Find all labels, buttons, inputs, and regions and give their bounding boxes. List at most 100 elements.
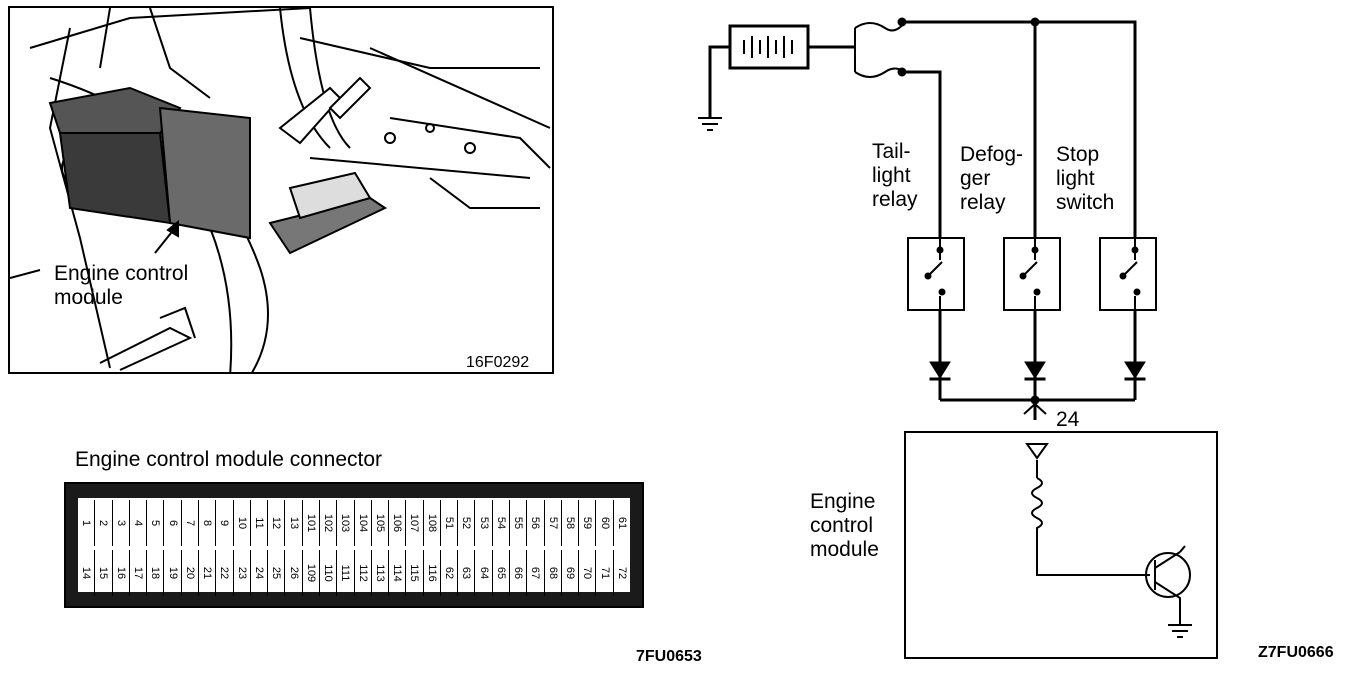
connector-pin: 15 bbox=[94, 550, 111, 596]
connector-pin: 24 bbox=[249, 550, 267, 596]
connector-pin-number: 113 bbox=[373, 564, 386, 582]
connector-pin: 5 bbox=[146, 500, 163, 546]
connector-pin-number: 115 bbox=[408, 564, 421, 582]
connector-pin-number: 69 bbox=[564, 566, 577, 580]
connector-pin-number: 24 bbox=[252, 566, 265, 580]
connector-pin: 105 bbox=[370, 500, 388, 546]
connector-pin: 13 bbox=[284, 500, 301, 546]
connector-pin: 8 bbox=[197, 500, 215, 546]
ecm-tray-right bbox=[268, 171, 388, 255]
connector-pin-number: 107 bbox=[408, 513, 421, 533]
connector-pin: 113 bbox=[370, 550, 388, 596]
connector-pin-number: 67 bbox=[529, 566, 542, 580]
connector-pin: 111 bbox=[336, 550, 353, 596]
connector-pin-number: 3 bbox=[114, 519, 127, 527]
connector-pin: 60 bbox=[595, 500, 612, 546]
connector-pin: 69 bbox=[560, 550, 578, 596]
connector-pin-number: 11 bbox=[252, 517, 265, 529]
circuit-diagram: Tail- light relay Defog- ger relay Stop … bbox=[680, 0, 1360, 672]
connector-pin: 66 bbox=[509, 550, 526, 596]
connector-pin: 108 bbox=[422, 500, 440, 546]
connector-pin: 18 bbox=[146, 550, 163, 596]
connector-pin: 54 bbox=[491, 500, 509, 546]
connector-pin: 4 bbox=[128, 500, 146, 546]
connector-pin: 55 bbox=[509, 500, 526, 546]
connector-pin-number: 109 bbox=[304, 563, 317, 583]
connector-pin: 23 bbox=[232, 550, 250, 596]
connector-pin: 12 bbox=[267, 500, 284, 546]
connector-pin-number: 23 bbox=[235, 566, 248, 580]
connector-pin-number: 62 bbox=[443, 566, 456, 580]
circuit-figure-code: Z7FU0666 bbox=[1258, 644, 1334, 661]
engine-bay-illustration: Engine control module 16F0292 bbox=[8, 6, 554, 374]
connector-pin: 22 bbox=[215, 550, 232, 596]
connector-pin-number: 6 bbox=[166, 519, 179, 527]
connector-pin-number: 68 bbox=[546, 566, 559, 580]
connector-pin-number: 8 bbox=[201, 519, 214, 527]
taillight-relay-box bbox=[907, 237, 965, 311]
photo-figure-code: 16F0292 bbox=[466, 354, 530, 371]
connector-pin-number: 60 bbox=[598, 516, 611, 530]
connector-pin-number: 57 bbox=[546, 516, 559, 530]
connector-pin-number: 21 bbox=[201, 566, 214, 580]
connector-pin-number: 2 bbox=[97, 519, 110, 527]
connector-pin: 10 bbox=[232, 500, 250, 546]
connector-pin: 57 bbox=[543, 500, 561, 546]
connector-pin-number: 1 bbox=[80, 519, 93, 527]
connector-pin: 107 bbox=[405, 500, 422, 546]
connector-pin-number: 54 bbox=[494, 516, 507, 530]
connector-title: Engine control module connector bbox=[75, 448, 383, 471]
fusible-link bbox=[854, 21, 906, 78]
connector-pin: 72 bbox=[612, 550, 630, 596]
ecm-box-left bbox=[48, 86, 251, 240]
connector-pin-number: 9 bbox=[218, 519, 231, 527]
connector-pin-number: 110 bbox=[322, 564, 335, 582]
connector-pin-number: 108 bbox=[425, 513, 438, 533]
connector-pin-number: 26 bbox=[287, 566, 300, 580]
taillight-relay-label: Tail- light relay bbox=[872, 140, 918, 211]
connector-pin: 104 bbox=[353, 500, 371, 546]
module-label: Engine control module bbox=[810, 490, 879, 561]
connector-pin-number: 65 bbox=[494, 566, 507, 580]
connector-pin-number: 13 bbox=[287, 516, 300, 530]
connector-pin-number: 25 bbox=[270, 566, 283, 580]
connector-pin: 3 bbox=[111, 500, 129, 546]
connector-pin-number: 70 bbox=[581, 566, 594, 580]
connector-pin-number: 58 bbox=[564, 516, 577, 530]
connector-pin: 7 bbox=[180, 500, 198, 546]
connector-pin: 58 bbox=[560, 500, 578, 546]
connector-pin: 67 bbox=[526, 550, 543, 596]
connector-pin: 102 bbox=[318, 500, 336, 546]
defogger-relay-label: Defog- ger relay bbox=[960, 143, 1024, 214]
connector-pin-number: 64 bbox=[477, 566, 490, 580]
connector-pin-number: 61 bbox=[615, 516, 628, 530]
engine-control-module-box bbox=[904, 431, 1218, 659]
connector-pin-number: 15 bbox=[97, 566, 110, 580]
connector-pin-number: 101 bbox=[304, 513, 317, 533]
connector-pin-number: 59 bbox=[581, 516, 594, 530]
transistor-symbol bbox=[1145, 552, 1191, 598]
connector-pin-number: 19 bbox=[166, 566, 179, 580]
connector-pin-number: 51 bbox=[443, 516, 456, 530]
connector-pin: 14 bbox=[78, 550, 94, 596]
connector-pin-number: 20 bbox=[183, 566, 196, 580]
connector-pin: 59 bbox=[578, 500, 595, 546]
resistor-symbol bbox=[1031, 477, 1150, 576]
diode-defogger bbox=[1024, 361, 1046, 379]
connector-pin: 112 bbox=[353, 550, 371, 596]
connector-pin: 110 bbox=[318, 550, 336, 596]
connector-pin: 64 bbox=[474, 550, 491, 596]
stoplight-switch-label: Stop light switch bbox=[1056, 143, 1115, 214]
connector-pin-number: 14 bbox=[80, 566, 93, 580]
connector-pin: 114 bbox=[388, 550, 405, 596]
connector-pin-number: 53 bbox=[477, 516, 490, 530]
connector-pin: 109 bbox=[301, 550, 319, 596]
connector-pin-number: 52 bbox=[460, 516, 473, 530]
diode-stoplight bbox=[1124, 361, 1146, 379]
connector-pin: 65 bbox=[491, 550, 509, 596]
connector-pin: 17 bbox=[128, 550, 146, 596]
connector-pin-number: 63 bbox=[460, 566, 473, 580]
